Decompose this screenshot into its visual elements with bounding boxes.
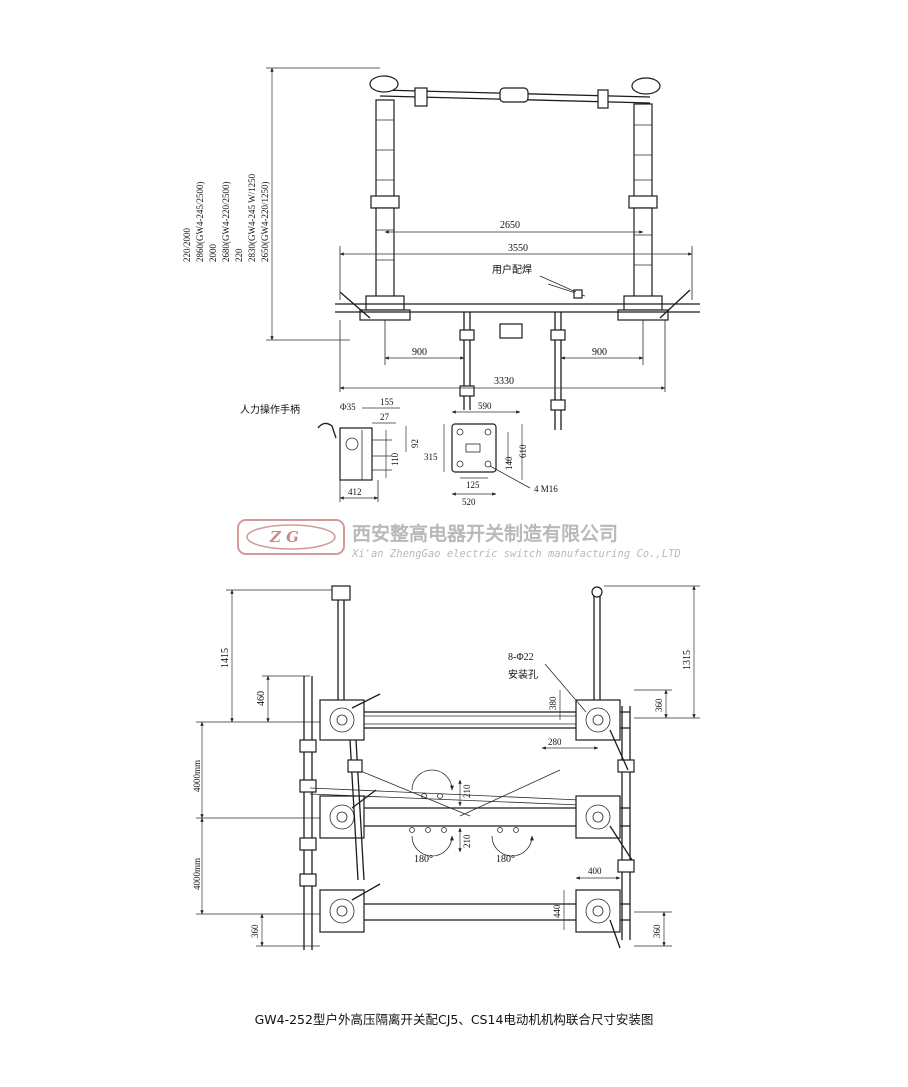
- pole-3: [319, 883, 630, 949]
- user-weld-label: 用户配焊: [492, 263, 532, 276]
- left-insulator: [359, 99, 411, 321]
- zg-logo: Z G: [237, 519, 345, 555]
- manual-handle-label: 人力操作手柄: [240, 403, 300, 416]
- height-label-5: 220: [234, 248, 244, 262]
- dim-3550: 3550: [508, 243, 528, 254]
- dim-412: 412: [348, 487, 362, 497]
- dim-380: 380: [548, 696, 558, 710]
- holes-spec: 8-Φ22: [508, 652, 534, 663]
- height-labels: 220/2000 2860(GW4-245/2500) 2000 2680(GW…: [182, 173, 270, 262]
- height-label-1: 220/2000: [182, 227, 192, 262]
- dim-1315: 1315: [682, 650, 693, 670]
- dim-140: 140: [504, 456, 514, 470]
- mechanism-box-detail: 590 315 140 610 125 520 4 M16: [424, 401, 558, 507]
- dim-900-right: 900: [592, 347, 607, 358]
- dim-92: 92: [410, 439, 420, 448]
- dim-360-right-bottom: 360: [652, 924, 662, 938]
- dim-1415: 1415: [220, 648, 231, 668]
- height-label-4: 2680(GW4-220/2500): [221, 182, 231, 263]
- right-insulator: [617, 103, 669, 321]
- holes-label: 安装孔: [508, 668, 538, 681]
- height-label-2: 2860(GW4-245/2500): [195, 182, 205, 263]
- rotation-indicators: 180° 180° 210 210: [409, 769, 534, 865]
- bolt-label: 4 M16: [534, 484, 558, 494]
- operating-shafts: [459, 312, 566, 430]
- height-label-3: 2000: [208, 244, 218, 263]
- dim-phi35: Φ35: [340, 402, 356, 412]
- dim-360-right-top: 360: [654, 698, 664, 712]
- company-name-cn: 西安整高电器开关制造有限公司: [352, 522, 618, 545]
- pole-1: [319, 693, 630, 771]
- dim-590: 590: [478, 401, 492, 411]
- conductor-arm: [369, 75, 661, 109]
- dim-4000-b: 4000mm: [192, 858, 202, 890]
- dim-125: 125: [466, 480, 480, 490]
- dim-3330: 3330: [494, 376, 514, 387]
- dim-210-bottom: 210: [462, 834, 472, 848]
- dim-280: 280: [548, 737, 562, 747]
- elevation-view: 220/2000 2860(GW4-245/2500) 2000 2680(GW…: [182, 67, 700, 507]
- dim-27: 27: [380, 412, 390, 422]
- logo-text: Z G: [269, 528, 299, 546]
- dim-400: 400: [588, 866, 602, 876]
- dim-440: 440: [552, 904, 562, 918]
- dim-360-left: 360: [250, 924, 260, 938]
- dim-900-left: 900: [412, 347, 427, 358]
- dim-2650: 2650: [500, 220, 520, 231]
- company-name-en: Xi'an ZhengGao electric switch manufactu…: [351, 548, 681, 560]
- height-label-6: 2830(GW4-245 W/1250: [247, 173, 257, 262]
- manual-handle-detail: 人力操作手柄 Φ35 155 27 92 110 412: [240, 397, 420, 502]
- pole-2: [309, 769, 633, 861]
- dim-4000-a: 4000mm: [192, 760, 202, 792]
- height-label-7: 2650(GW4-220/1250): [260, 182, 270, 263]
- dim-110: 110: [390, 452, 400, 466]
- plan-view: 1415 460 4000mm 4000mm 360: [192, 585, 700, 950]
- dim-315: 315: [424, 452, 438, 462]
- dim-210-top: 210: [462, 784, 472, 798]
- dim-155: 155: [380, 397, 394, 407]
- drawing-caption: GW4-252型户外高压隔离开关配CJ5、CS14电动机机构联合尺寸安装图: [255, 1012, 654, 1027]
- company-watermark: Z G 西安整高电器开关制造有限公司 Xi'an ZhengGao electr…: [237, 519, 681, 560]
- dim-460: 460: [256, 691, 267, 706]
- deg-180-right: 180°: [496, 854, 515, 865]
- dim-610: 610: [518, 444, 528, 458]
- dim-520: 520: [462, 497, 476, 507]
- base-frame: [335, 283, 700, 339]
- deg-180-left: 180°: [414, 854, 433, 865]
